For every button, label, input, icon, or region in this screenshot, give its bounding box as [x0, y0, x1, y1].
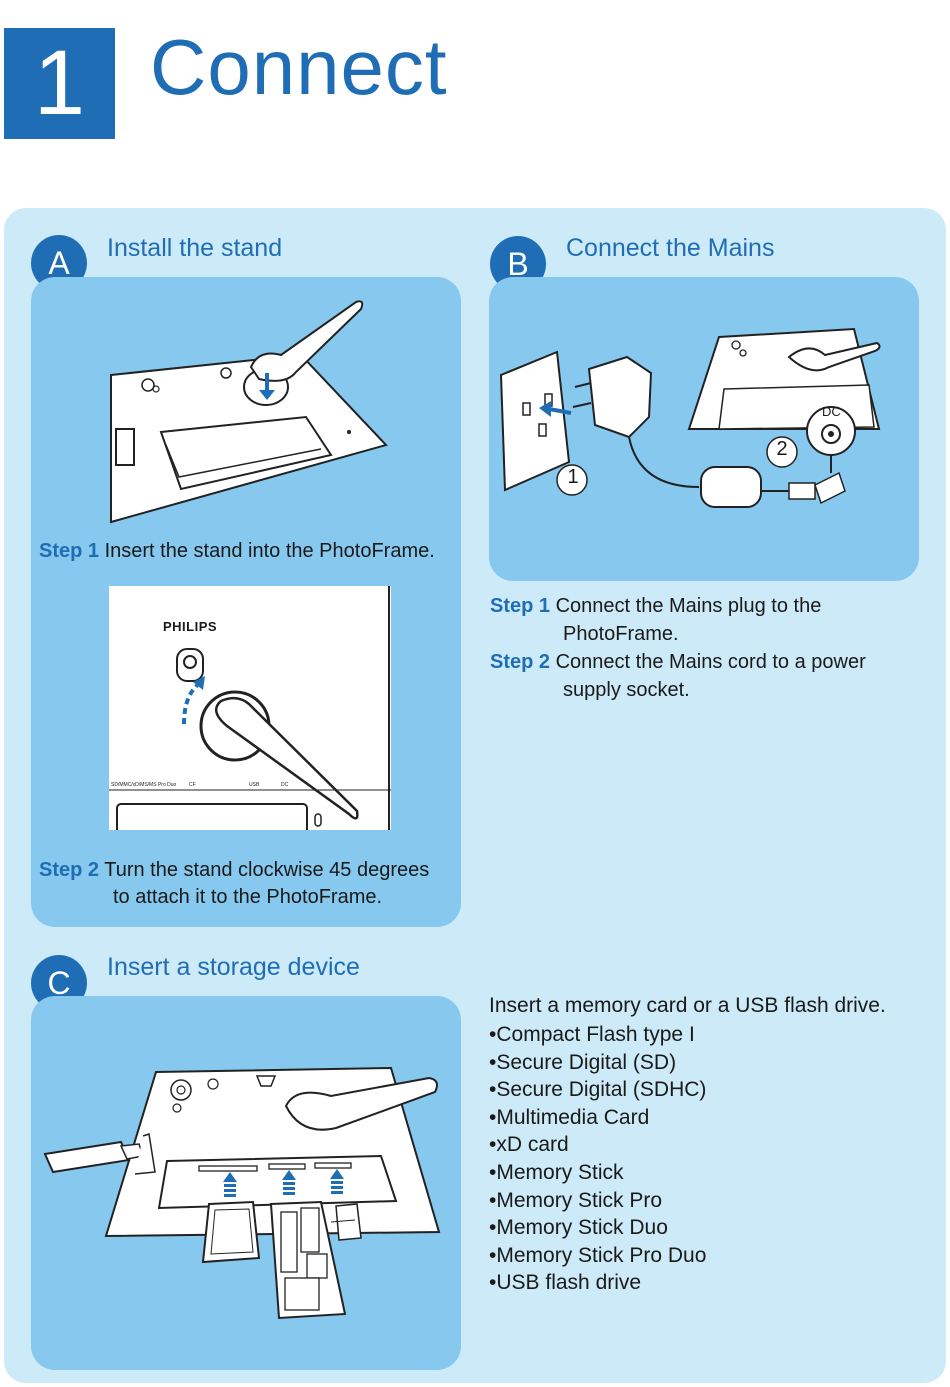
- list-item: Multimedia Card: [489, 1104, 706, 1132]
- section-a-title: Install the stand: [107, 234, 283, 262]
- step-label: Step 1: [490, 595, 551, 617]
- step-text: Insert the stand into the PhotoFrame.: [104, 540, 435, 562]
- step-label: Step 1: [39, 540, 100, 562]
- photo-port-label: USB: [249, 782, 260, 788]
- step-text-continued: supply socket.: [563, 679, 690, 701]
- callout-number: 1: [567, 466, 579, 488]
- photo-port-label: SD/MMC/xD/MS/MS Pro Duo: [111, 782, 177, 788]
- section-b-step-2: Step 2 Connect the Mains cord to a power: [490, 648, 866, 676]
- list-item: xD card: [489, 1131, 706, 1159]
- section-b-title: Connect the Mains: [566, 234, 775, 262]
- stand-rotate-drawing: [109, 586, 391, 830]
- section-b-step-1: Step 1 Connect the Mains plug to the: [490, 592, 821, 620]
- list-item: Secure Digital (SDHC): [489, 1076, 706, 1104]
- page-title: Connect: [150, 23, 448, 111]
- stand-rotate-photo: PHILIPS SD/MMC/xD/MS/MS Pro Duo CF USB D…: [109, 586, 391, 830]
- section-c-title: Insert a storage device: [107, 953, 360, 981]
- dc-port-label: DC: [822, 404, 841, 419]
- step-text-continued: PhotoFrame.: [563, 623, 679, 645]
- list-item: Memory Stick: [489, 1159, 706, 1187]
- list-item: USB flash drive: [489, 1269, 706, 1297]
- list-item: Compact Flash type I: [489, 1021, 706, 1049]
- list-item: Memory Stick Duo: [489, 1214, 706, 1242]
- step-text: Connect the Mains plug to the: [555, 595, 822, 617]
- section-a-step-2: Step 2 Turn the stand clockwise 45 degre…: [39, 856, 429, 884]
- stand-insert-illustration: [110, 300, 388, 524]
- section-a-step-1: Step 1 Insert the stand into the PhotoFr…: [39, 537, 435, 565]
- step-text: Connect the Mains cord to a power: [555, 651, 866, 673]
- storage-insert-illustration: [43, 1066, 441, 1320]
- step-label: Step 2: [39, 859, 100, 881]
- storage-list: Compact Flash type I Secure Digital (SD)…: [489, 1021, 706, 1297]
- photo-brand-logo: PHILIPS: [163, 619, 218, 634]
- section-number: 1: [4, 28, 115, 139]
- photo-port-label: CF: [189, 782, 196, 788]
- step-text-continued: to attach it to the PhotoFrame.: [113, 886, 383, 908]
- photo-port-label: DC: [281, 782, 289, 788]
- list-item: Memory Stick Pro: [489, 1187, 706, 1215]
- step-text: Turn the stand clockwise 45 degrees: [104, 859, 430, 881]
- mains-connect-illustration: [499, 327, 881, 508]
- list-item: Secure Digital (SD): [489, 1049, 706, 1077]
- storage-intro: Insert a memory card or a USB flash driv…: [489, 994, 886, 1017]
- step-label: Step 2: [490, 651, 551, 673]
- callout-number: 2: [776, 438, 788, 460]
- list-item: Memory Stick Pro Duo: [489, 1242, 706, 1270]
